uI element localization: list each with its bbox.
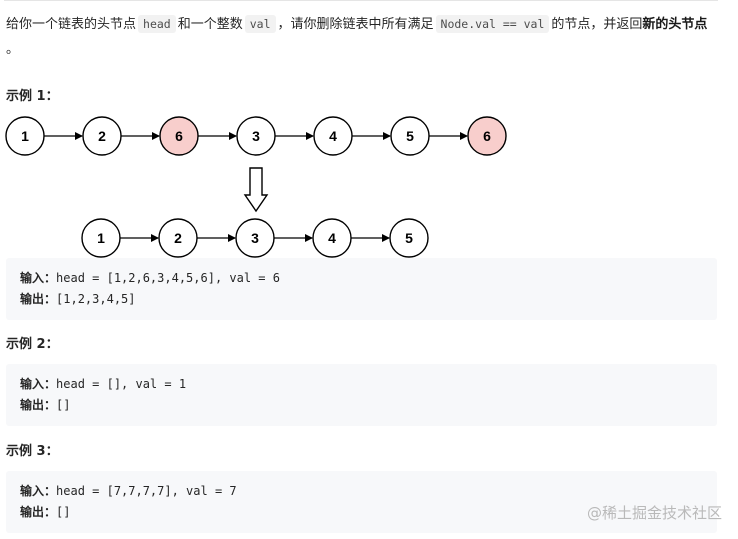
linked-list-diagram: 1 2 6 3 4 5 6 1 2 3 4 5 (5, 116, 507, 258)
example-1-title: 示例 1： (6, 89, 59, 104)
before-node-3 (159, 116, 199, 156)
intro-text-3: ，请你删除链表中所有满足 (277, 17, 434, 32)
after-node-label-4: 4 (328, 230, 336, 246)
after-node-1 (81, 218, 121, 258)
input-label: 输入： (20, 271, 57, 285)
before-node-label-1: 1 (21, 128, 29, 144)
example-3-input: 输入：head = [7,7,7,7], val = 7 (20, 481, 703, 502)
after-node-3 (235, 218, 275, 258)
example-1-input: 输入：head = [1,2,6,3,4,5,6], val = 6 (20, 268, 703, 289)
intro-text-4: 的节点，并返回 (551, 17, 643, 32)
before-node-label-6: 5 (406, 128, 414, 144)
input-value: head = [7,7,7,7], val = 7 (56, 484, 237, 498)
after-node-2 (158, 218, 198, 258)
before-node-label-3: 6 (175, 128, 183, 144)
output-value: [] (56, 505, 71, 519)
input-label: 输入： (20, 484, 57, 498)
code-val: val (244, 15, 276, 33)
before-node-1 (5, 116, 45, 156)
new-head-emphasis: 新的头节点 (642, 17, 708, 32)
down-arrow-icon (243, 167, 269, 213)
list-after: 1 2 3 4 5 (81, 218, 429, 258)
output-label: 输出： (20, 398, 57, 412)
watermark: @稀土掘金技术社区 (586, 504, 722, 522)
after-node-label-1: 1 (97, 230, 105, 246)
after-node-label-3: 3 (251, 230, 259, 246)
before-node-6 (390, 116, 430, 156)
output-value: [1,2,3,4,5] (56, 292, 136, 306)
before-node-4 (236, 116, 276, 156)
code-head: head (138, 15, 176, 33)
input-value: head = [], val = 1 (56, 377, 187, 391)
after-node-label-5: 5 (405, 230, 413, 246)
list-before: 1 2 6 3 4 5 6 (5, 116, 507, 156)
intro-text-2: 和一个整数 (177, 17, 243, 32)
example-3-block: 输入：head = [7,7,7,7], val = 7 输出：[] (6, 471, 717, 533)
output-label: 输出： (20, 505, 57, 519)
after-node-label-2: 2 (174, 230, 182, 246)
input-label: 输入： (20, 377, 57, 391)
example-1-output: 输出：[1,2,3,4,5] (20, 289, 703, 310)
example-3-title: 示例 3： (6, 444, 59, 459)
output-value: [] (56, 398, 71, 412)
intro-text-1: 给你一个链表的头节点 (6, 17, 137, 32)
example-2-block: 输入：head = [], val = 1 输出：[] (6, 364, 717, 426)
input-value: head = [1,2,6,3,4,5,6], val = 6 (56, 271, 280, 285)
before-node-label-5: 4 (329, 128, 337, 144)
code-condition: Node.val == val (435, 15, 550, 33)
output-label: 输出： (20, 292, 57, 306)
example-2-output: 输出：[] (20, 395, 703, 416)
intro-text-5: 。 (6, 42, 20, 57)
before-node-7 (467, 116, 507, 156)
top-divider (4, 0, 718, 1)
after-node-4 (312, 218, 352, 258)
before-node-label-7: 6 (483, 128, 491, 144)
example-1-block: 输入：head = [1,2,6,3,4,5,6], val = 6 输出：[1… (6, 258, 717, 320)
before-node-label-4: 3 (252, 128, 260, 144)
example-3-output: 输出：[] (20, 502, 703, 523)
before-node-2 (82, 116, 122, 156)
example-2-input: 输入：head = [], val = 1 (20, 374, 703, 395)
after-node-5 (389, 218, 429, 258)
example-2-title: 示例 2： (6, 337, 59, 352)
before-node-5 (313, 116, 353, 156)
before-node-label-2: 2 (98, 128, 106, 144)
